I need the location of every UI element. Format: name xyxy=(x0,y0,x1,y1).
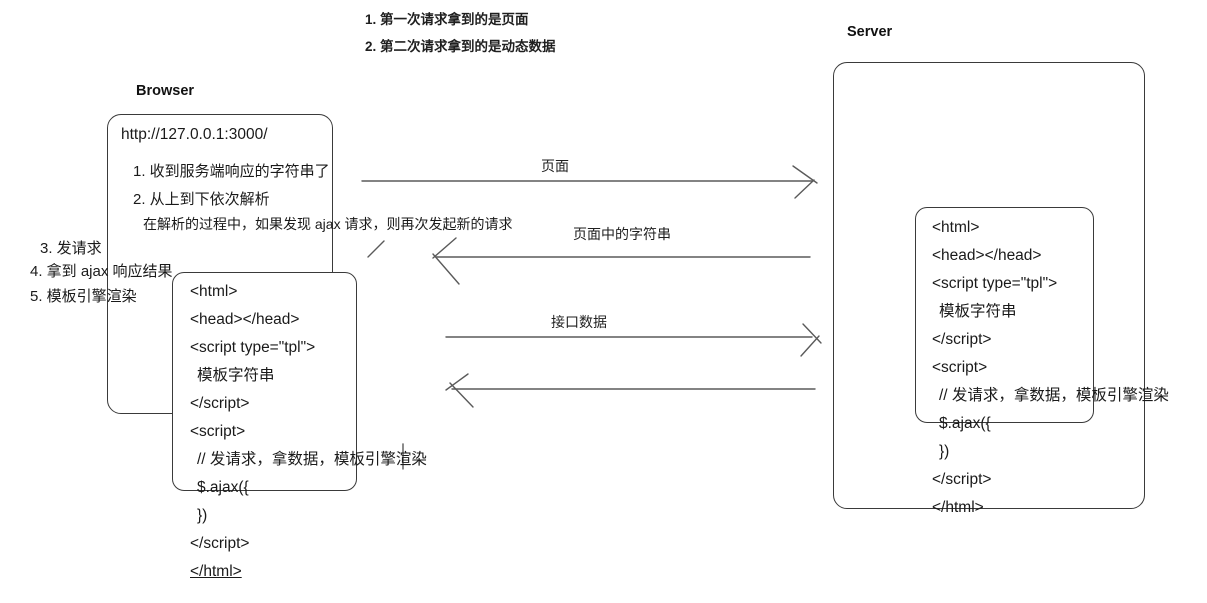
browser-step-1: 1. 收到服务端响应的字符串了 xyxy=(133,163,330,180)
side-step-3: 3. 发请求 xyxy=(40,240,102,257)
code-line: <script type="tpl"> xyxy=(932,275,1058,292)
arrow-label-page-string: 页面中的字符串 xyxy=(573,226,671,242)
code-line: </script> xyxy=(190,395,250,412)
stray-tick-mark xyxy=(367,240,385,258)
code-line: </script> xyxy=(190,535,250,552)
code-line: </html> xyxy=(190,563,242,580)
code-line: </script> xyxy=(932,471,992,488)
side-step-4: 4. 拿到 ajax 响应结果 xyxy=(30,263,173,280)
code-line: // 发请求，拿数据，模板引擎渲染 xyxy=(939,387,1169,404)
browser-parse-note: 在解析的过程中，如果发现 ajax 请求，则再次发起新的请求 xyxy=(143,216,513,232)
code-line: <script> xyxy=(932,359,988,376)
code-line: <script> xyxy=(190,423,246,440)
arrow-api-data-head-icon xyxy=(800,323,822,357)
server-code-block: <html> <head></head> <script type="tpl">… xyxy=(932,214,1169,522)
code-line: <html> xyxy=(190,283,238,300)
server-box xyxy=(833,62,1145,509)
code-line: }) xyxy=(197,507,208,524)
browser-step-2: 2. 从上到下依次解析 xyxy=(133,191,270,208)
side-step-5: 5. 模板引擎渲染 xyxy=(30,288,137,305)
server-title: Server xyxy=(847,24,893,40)
arrow-response-head-icon xyxy=(445,373,474,408)
code-line: }) xyxy=(939,443,950,460)
code-line: 模板字符串 xyxy=(197,367,275,384)
arrow-label-api-data: 接口数据 xyxy=(551,314,607,330)
browser-code-block: <html> <head></head> <script type="tpl">… xyxy=(190,278,427,586)
arrow-label-page: 页面 xyxy=(541,158,569,174)
server-code-box xyxy=(915,207,1094,423)
code-line: // 发请求，拿数据，模板引擎渲染 xyxy=(197,451,427,468)
code-line: $.ajax({ xyxy=(939,415,991,432)
arrow-page-head-icon xyxy=(792,165,818,199)
browser-url: http://127.0.0.1:3000/ xyxy=(121,126,268,143)
code-line: $.ajax({ xyxy=(197,479,249,496)
browser-code-box xyxy=(172,272,357,491)
code-line: </html> xyxy=(932,499,984,516)
code-line: <script type="tpl"> xyxy=(190,339,316,356)
code-line: 模板字符串 xyxy=(939,303,1017,320)
top-note-1: 1. 第一次请求拿到的是页面 xyxy=(365,12,529,27)
code-line: <head></head> xyxy=(932,247,1042,264)
code-line: </script> xyxy=(932,331,992,348)
arrow-page-string-head-icon xyxy=(432,237,460,285)
code-line: <head></head> xyxy=(190,311,300,328)
code-line: <html> xyxy=(932,219,980,236)
top-note-2: 2. 第二次请求拿到的是动态数据 xyxy=(365,39,556,54)
browser-title: Browser xyxy=(136,83,195,99)
